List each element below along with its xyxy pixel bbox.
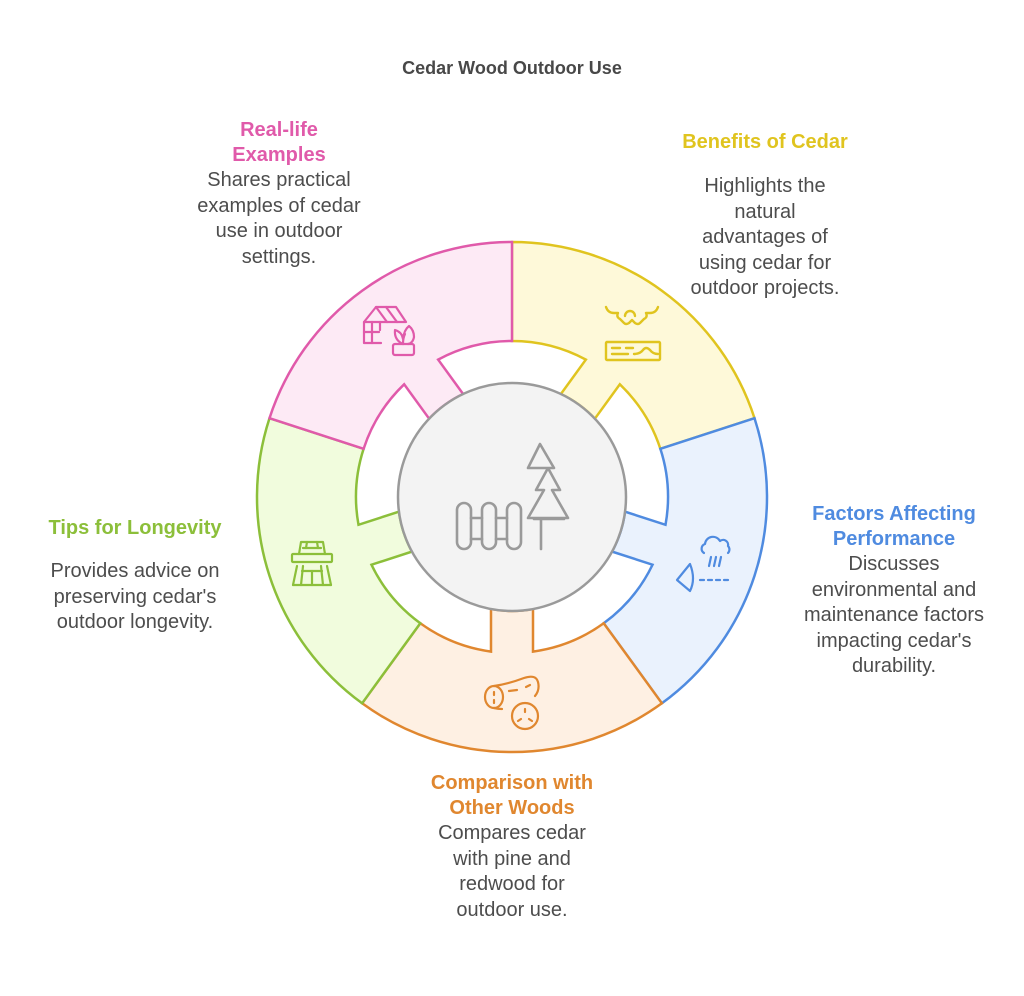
- segment-label-tips: Tips for Longevity Provides advice on pr…: [20, 516, 250, 636]
- rain-cloud-and-shield-icon: [675, 535, 731, 593]
- segment-label-benefits: Benefits of Cedar Highlights the natural…: [650, 130, 880, 302]
- segment-description: Compares cedar with pine and redwood for…: [438, 822, 586, 921]
- picnic-table-icon: [290, 540, 334, 587]
- center-circle: [396, 381, 628, 613]
- segment-heading: Comparison with Other Woods: [430, 772, 594, 819]
- segment-description: Highlights the natural advantages of usi…: [690, 175, 840, 299]
- segment-label-comparison: Comparison with Other Woods Compares ced…: [404, 771, 620, 923]
- segment-heading: Benefits of Cedar: [682, 131, 848, 153]
- segment-heading: Tips for Longevity: [48, 517, 222, 539]
- segment-description: Shares practical examples of cedar use i…: [197, 169, 361, 268]
- greenhouse-plant-icon: [362, 305, 416, 357]
- segment-heading: Factors Affecting Performance: [812, 503, 976, 550]
- ring-segment-examples: [267, 240, 514, 451]
- sun-over-wood-plank-icon: [604, 305, 662, 362]
- diagram-title: Cedar Wood Outdoor Use: [402, 58, 622, 78]
- segment-label-examples: Real-life Examples Shares practical exam…: [168, 118, 390, 270]
- segment-description: Discusses environmental and maintenance …: [803, 553, 985, 677]
- logs-icon: [483, 675, 540, 731]
- segment-description: Provides advice on preserving cedar's ou…: [50, 560, 220, 633]
- segment-heading: Real-life Examples: [232, 119, 326, 166]
- fence-and-tree-icon: [455, 442, 570, 551]
- segment-label-factors: Factors Affecting Performance Discusses …: [786, 502, 1002, 680]
